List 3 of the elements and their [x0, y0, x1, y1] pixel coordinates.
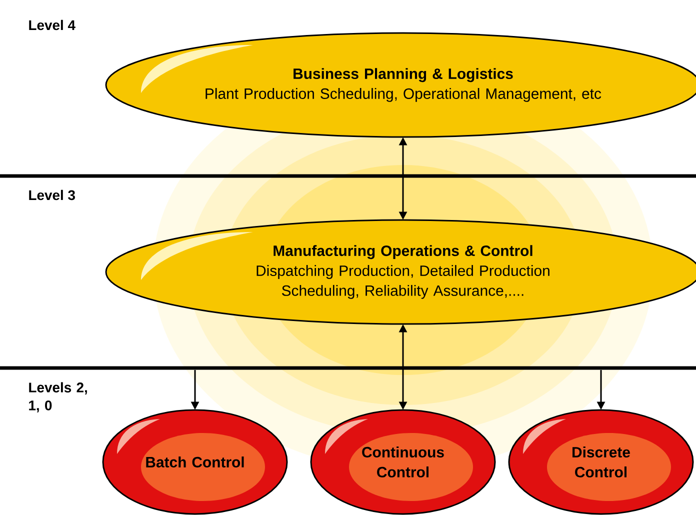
- level-label: Level 4: [29, 20, 76, 30]
- level-label: Levels 2, 1, 0: [29, 382, 87, 412]
- level-label: Level 3: [29, 190, 75, 200]
